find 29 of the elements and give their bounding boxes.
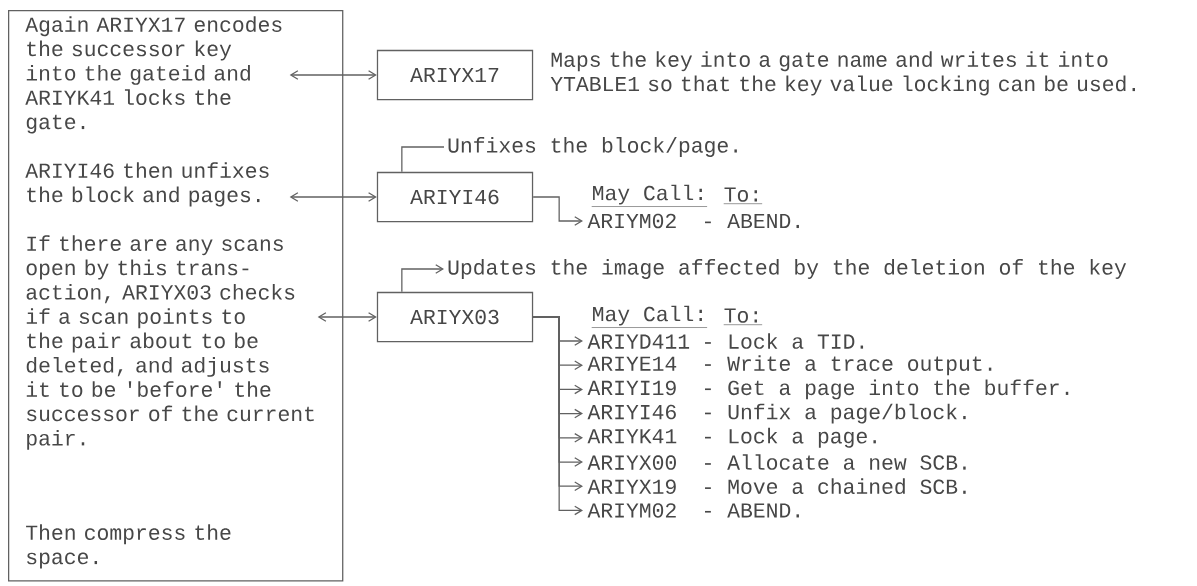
- called-module-text: ARIYK41 - Lock a page.: [587, 427, 876, 448]
- note-text: If there are any scans open by this trans-action, ARIYX03 checks if a scan points to the pair about to be deleted, and adjusts it to be 'before' the successor of the current pair.: [26, 235, 314, 450]
- module-box: ARIYX17: [376, 49, 534, 101]
- called-module-text: ARIYM02 - ABEND.: [587, 503, 799, 518]
- called-module-text: ARIYM02 - ABEND.: [587, 213, 799, 229]
- arrow: [317, 312, 377, 322]
- called-module-text: ARIYI46 - Unfix a page/block.: [587, 403, 966, 424]
- called-module-text: ARIYE14 - Write a trace output.: [587, 355, 992, 376]
- column-heading: To:: [723, 187, 763, 204]
- arrow: [289, 192, 377, 202]
- column-heading: To:: [723, 308, 763, 325]
- note-text: Again ARIYX17 encodes the successor key into the gateid and ARIYK41 locks the gate.: [25, 16, 282, 134]
- called-module-text: ARIYI19 - Get a page into the buffer.: [587, 379, 1069, 400]
- annotation-text: Updates the image affected by the deletion of the key: [448, 259, 1127, 279]
- column-heading: May Call:: [591, 184, 708, 207]
- called-module-text: ARIYX19 - Move a chained SCB.: [587, 478, 966, 495]
- arrow: [532, 196, 583, 226]
- module-box: ARIYI46: [376, 171, 534, 223]
- arrow: [401, 264, 444, 293]
- called-module-text: ARIYX00 - Allocate a new SCB.: [587, 454, 966, 470]
- called-module-text: ARIYD411 - Lock a TID.: [587, 333, 864, 349]
- panel-box: [8, 10, 344, 582]
- description-text: Maps the key into a gate name and writes it into YTABLE1 so that the key value locking can be used.: [550, 51, 1135, 96]
- arrow: [289, 70, 377, 80]
- annotation-text: Unfixes the block/page.: [448, 137, 737, 157]
- column-heading: May Call:: [591, 305, 708, 328]
- note-text: ARIYI46 then unfixes the block and pages.: [25, 162, 269, 207]
- note-text: Then compress the space.: [26, 524, 231, 569]
- module-box: ARIYX03: [376, 291, 534, 343]
